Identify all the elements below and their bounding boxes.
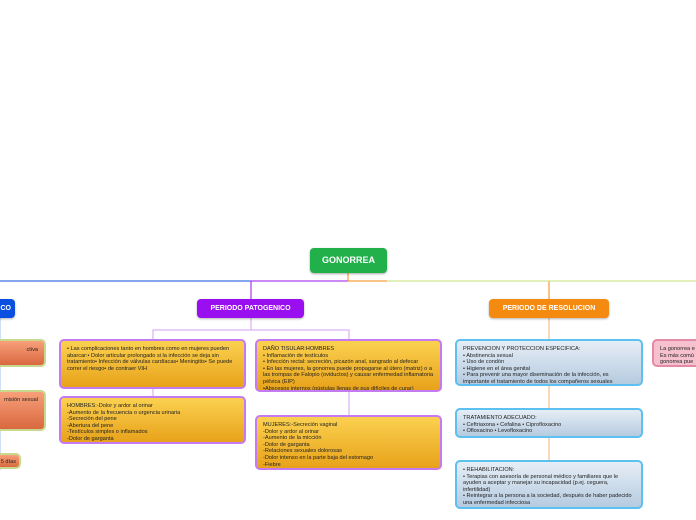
treatment-box[interactable]: TRATAMIENTO ADECUADO: • Ceftriaxona • Ce… <box>455 408 643 438</box>
women-symptoms-box[interactable]: MUJERES:-Secreción vaginal -Dolor y ardo… <box>255 415 442 470</box>
connector-root-pathogenic <box>250 273 349 299</box>
rehabilitation-box[interactable]: • REHABILITACION: • Terapias con asesorí… <box>455 460 643 509</box>
left-box-1[interactable]: ctiva <box>0 339 46 367</box>
men-symptoms-box[interactable]: HOMBRES:-Dolor y ardor al orinar -Aument… <box>59 396 246 444</box>
connector-pathogenic-complications <box>152 318 252 340</box>
prevention-box[interactable]: PREVENCION Y PROTECCION ESPECIFICA: • Ab… <box>455 339 643 386</box>
tissue-damage-box[interactable]: DAÑO TISULAR:HOMBRES • Inflamación de te… <box>255 339 442 392</box>
root-node[interactable]: GONORREA <box>310 248 387 273</box>
branch-resolution[interactable]: PERIODO DE RESOLUCION <box>489 299 609 318</box>
branch-left[interactable]: CO <box>0 299 15 318</box>
left-box-3[interactable]: 5 días <box>0 453 21 469</box>
left-box-2[interactable]: misión sexual <box>0 390 46 431</box>
complications-box[interactable]: • Las complicaciones tanto en hombres co… <box>59 339 246 389</box>
connector-root-resolution <box>347 273 550 299</box>
right-info-box[interactable]: La gonorrea e Es más comú gonorrea pue <box>652 339 696 367</box>
branch-pathogenic[interactable]: PERIODO PATOGENICO <box>197 299 304 318</box>
connector-root-left <box>0 273 349 282</box>
connector-pathogenic-damage <box>251 329 350 340</box>
